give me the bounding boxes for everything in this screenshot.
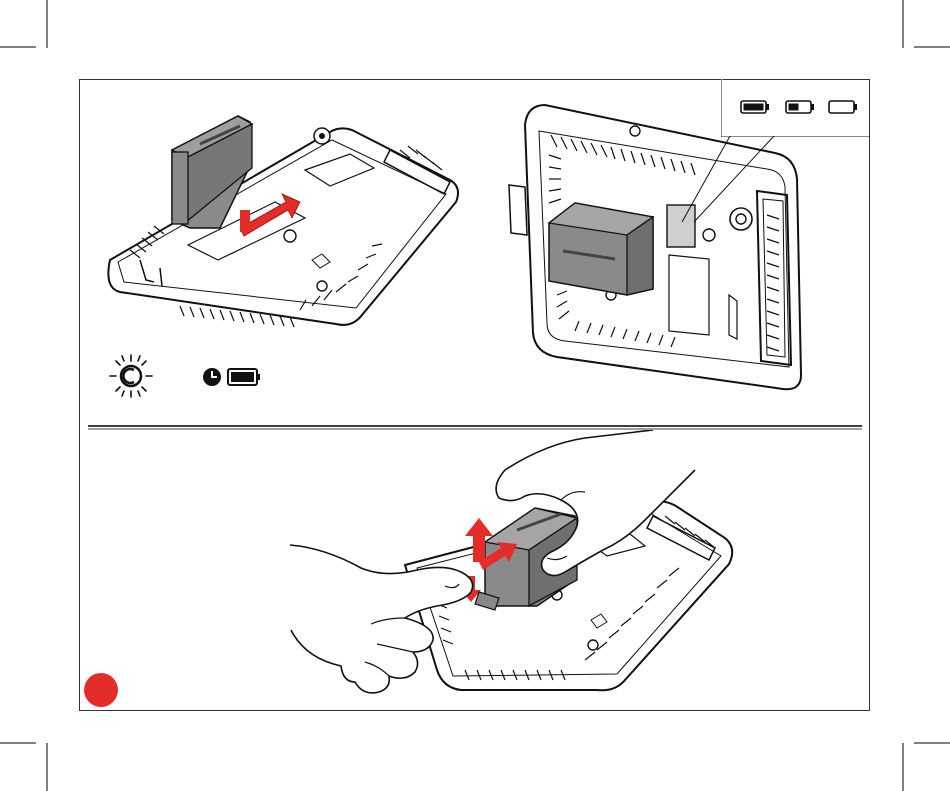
battery-pack-inserted bbox=[549, 203, 653, 295]
battery-empty-icon bbox=[828, 99, 858, 115]
clock-icon bbox=[202, 367, 222, 387]
sun-brightness-icon bbox=[107, 353, 155, 399]
insert-battery-illustration bbox=[100, 110, 470, 340]
callout-leader-lines bbox=[670, 136, 780, 226]
remove-battery-illustration bbox=[285, 430, 740, 705]
battery-full-icon bbox=[227, 368, 261, 386]
battery-half-icon bbox=[785, 99, 815, 115]
step-marker-dot bbox=[84, 673, 118, 707]
battery-full-icon bbox=[740, 99, 770, 115]
